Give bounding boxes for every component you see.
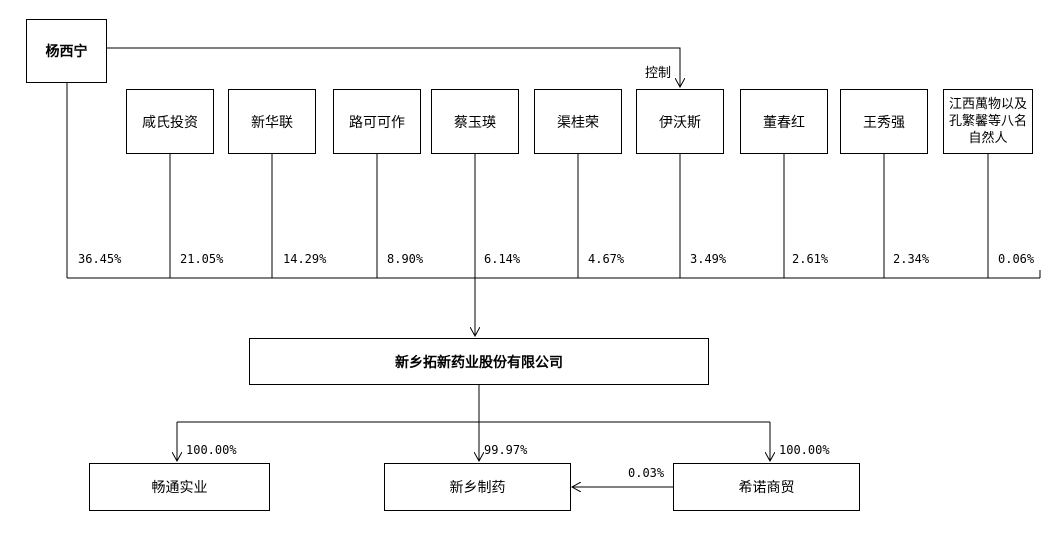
shareholder-box: 王秀强 bbox=[840, 89, 928, 154]
subsidiary-pct-label: 100.00% bbox=[779, 443, 830, 457]
subsidiary-box: 希诺商贸 bbox=[673, 463, 860, 511]
shareholder-box: 路可可作 bbox=[333, 89, 421, 154]
subsidiary-box: 新乡制药 bbox=[384, 463, 571, 511]
shareholder-box: 蔡玉瑛 bbox=[431, 89, 519, 154]
control-arrow bbox=[107, 47, 680, 87]
share-pct-label: 2.34% bbox=[893, 252, 930, 266]
subsidiary-pct-label: 99.97% bbox=[484, 443, 528, 457]
control-label: 控制 bbox=[645, 66, 672, 81]
share-pct-label: 0.06% bbox=[998, 252, 1035, 266]
share-pct-label: 4.67% bbox=[588, 252, 625, 266]
share-pct-label: 6.14% bbox=[484, 252, 521, 266]
controller-box: 杨西宁 bbox=[26, 19, 107, 83]
subsidiary-pct-label: 100.00% bbox=[186, 443, 237, 457]
shareholder-box: 渠桂荣 bbox=[534, 89, 622, 154]
share-pct-label: 21.05% bbox=[180, 252, 224, 266]
shareholder-box: 董春红 bbox=[740, 89, 828, 154]
subsidiary-box: 畅通实业 bbox=[89, 463, 270, 511]
share-pct-label: 36.45% bbox=[78, 252, 122, 266]
share-pct-label: 14.29% bbox=[283, 252, 327, 266]
shareholder-box: 咸氏投资 bbox=[126, 89, 214, 154]
share-pct-label: 3.49% bbox=[690, 252, 727, 266]
cross-pct-label: 0.03% bbox=[628, 466, 665, 480]
share-pct-label: 8.90% bbox=[387, 252, 424, 266]
share-pct-label: 2.61% bbox=[792, 252, 829, 266]
shareholder-box: 新华联 bbox=[228, 89, 316, 154]
company-box: 新乡拓新药业股份有限公司 bbox=[249, 338, 709, 385]
shareholder-box: 江西萬物以及孔繁馨等八名自然人 bbox=[943, 89, 1033, 154]
shareholder-box: 伊沃斯 bbox=[636, 89, 724, 154]
